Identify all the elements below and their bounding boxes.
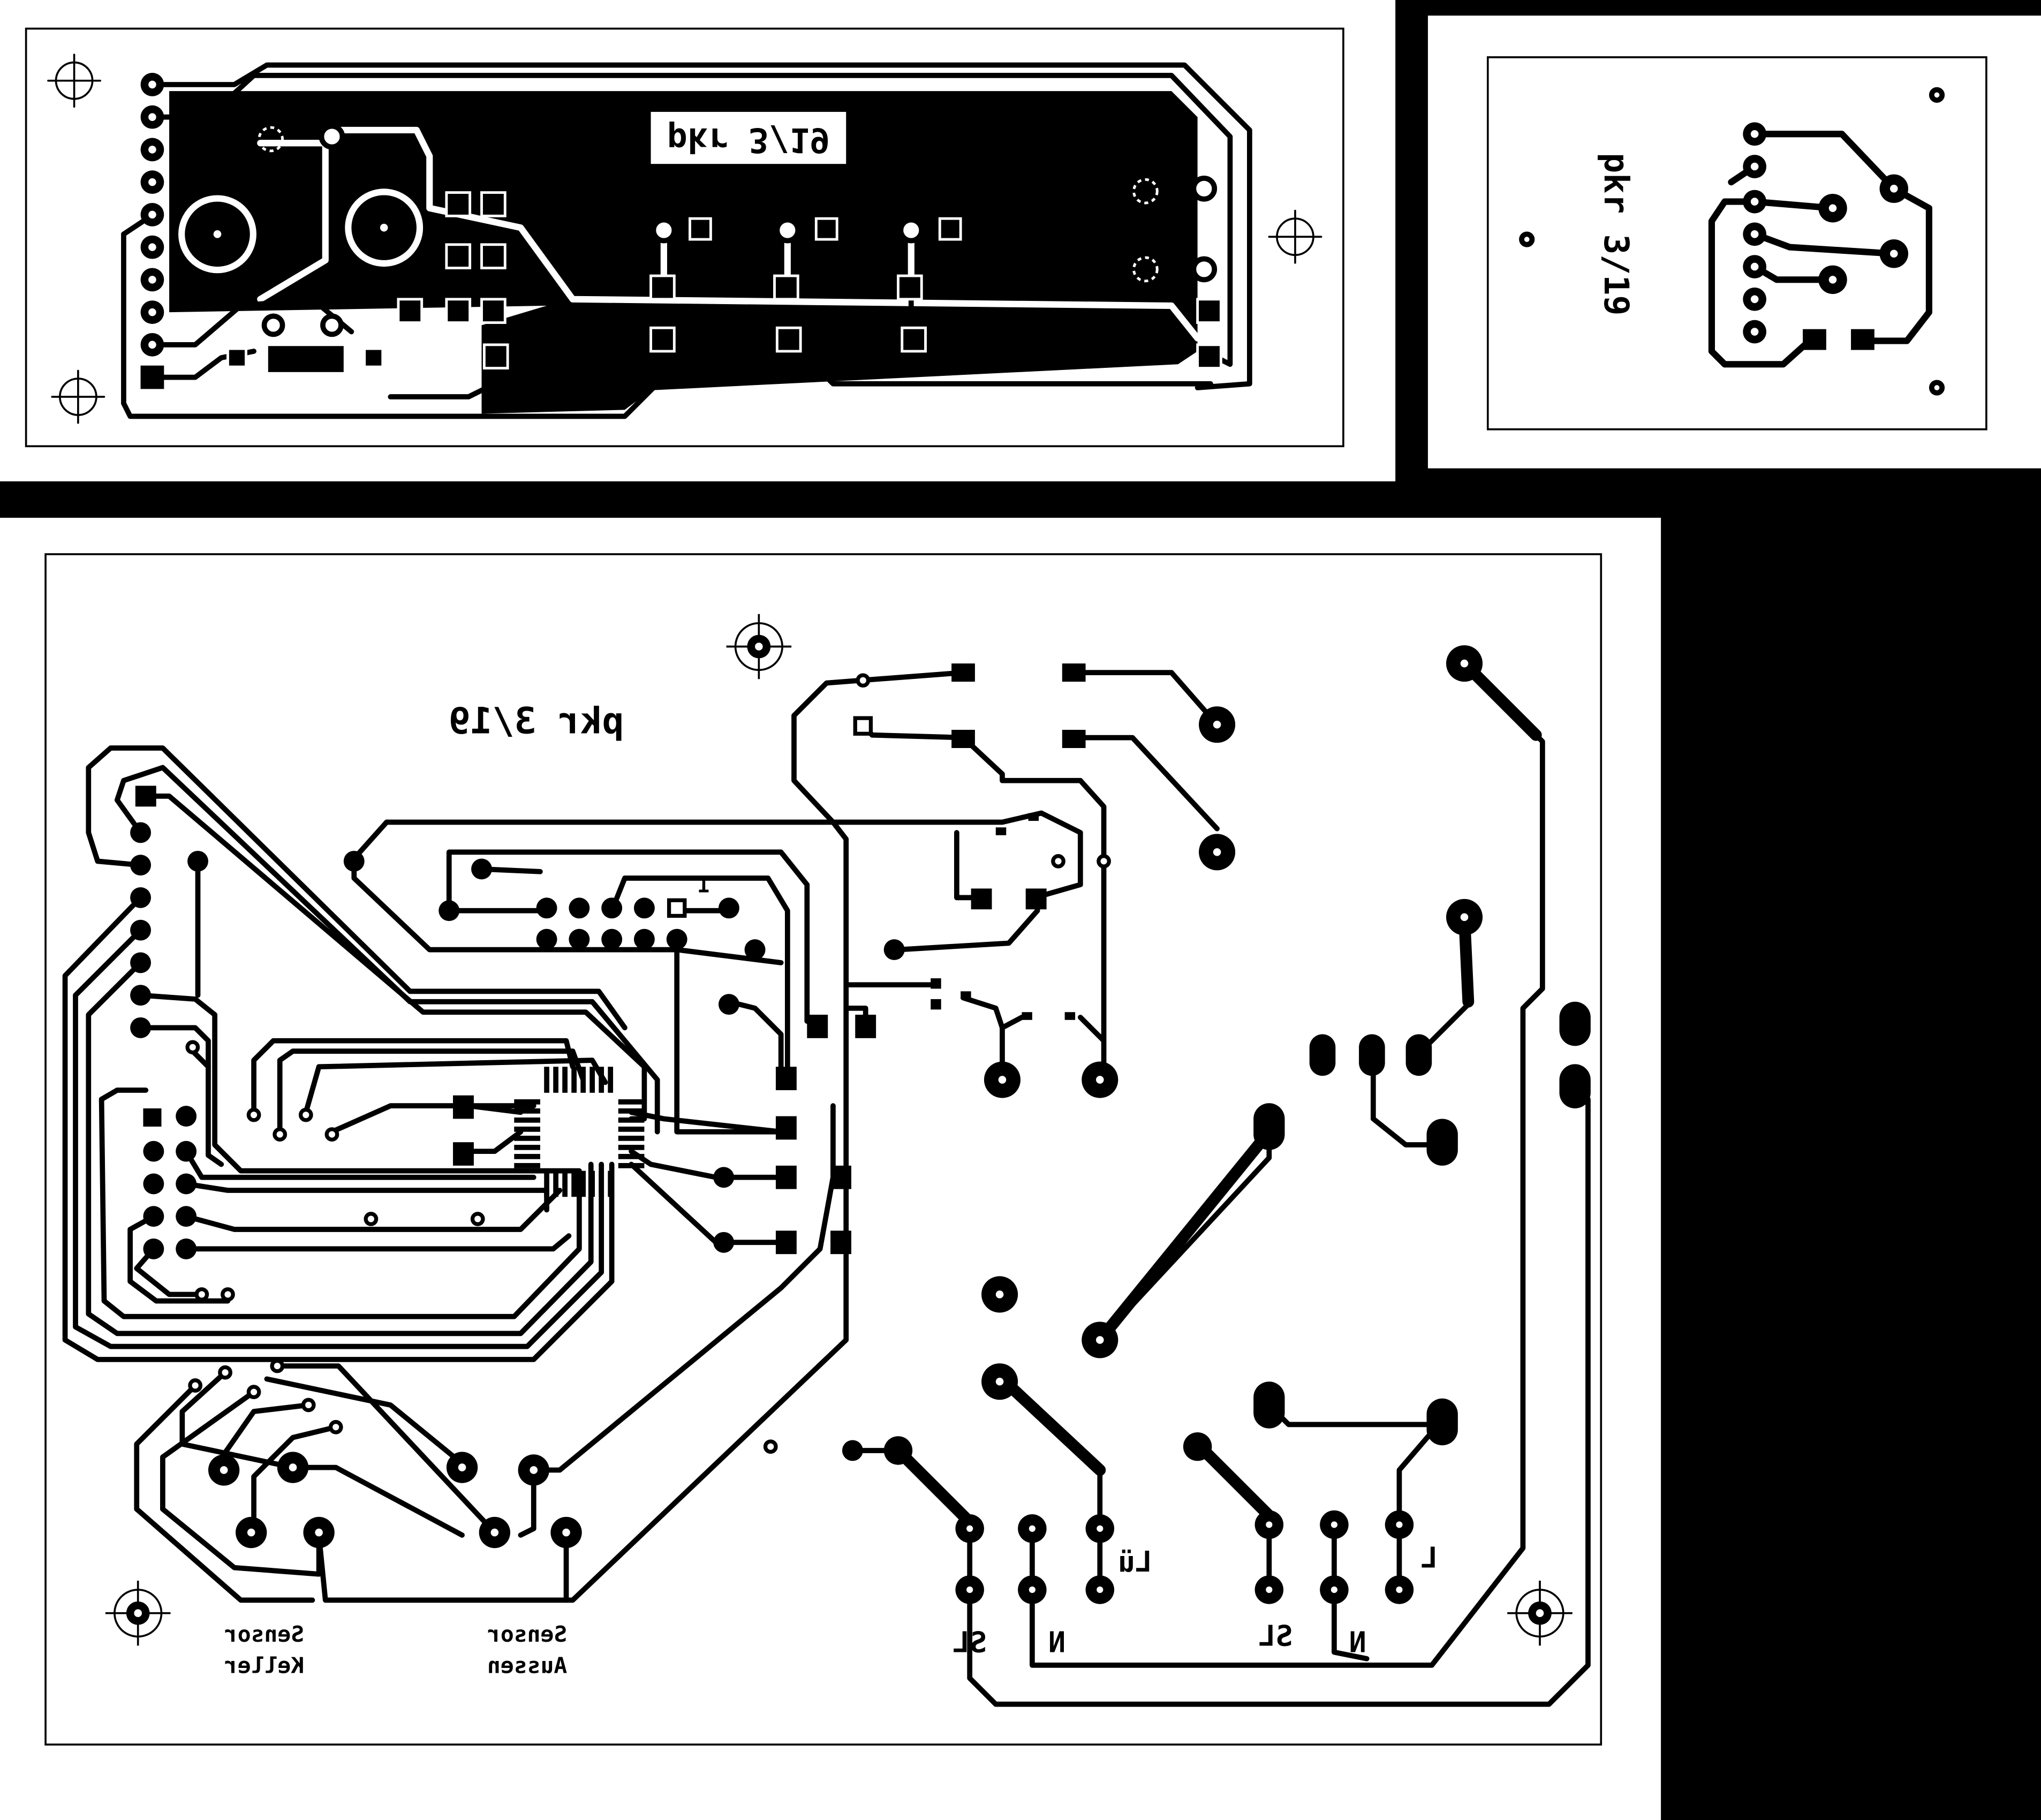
fiducial-icon — [51, 369, 105, 424]
ic-chip-footprint — [514, 1067, 645, 1197]
via-holes — [185, 673, 1111, 1454]
smd-pads — [135, 663, 1086, 1255]
fiducial-icon — [726, 614, 792, 679]
sensor-keller-label-line2: Keller — [224, 1652, 304, 1678]
sensor-aussen-label-line2: Aussen — [487, 1652, 567, 1678]
fiducial-icon — [105, 1580, 171, 1646]
board-label-box — [651, 111, 846, 164]
terminal-label-n: N — [1048, 1626, 1065, 1659]
fiducial-icon — [1507, 1580, 1573, 1646]
connector-pads — [140, 73, 164, 389]
terminal-label-n-2: N — [1349, 1626, 1366, 1659]
board-label: pkr 3/19 — [449, 700, 624, 742]
oval-pads — [1253, 1001, 1591, 1446]
top-board: pkr 3/19 — [0, 0, 1396, 481]
sensor-aussen-label-line1: Sensor — [487, 1621, 567, 1647]
terminal-label-sl: SL — [953, 1626, 987, 1659]
main-board: pkr 3/19 1 — [0, 517, 1661, 1820]
smd-pads — [226, 191, 1222, 375]
board-label: pkr 3/19 — [667, 120, 830, 160]
capacitor-pads — [178, 188, 424, 274]
terminal-label-sl-2: SL — [1258, 1619, 1292, 1652]
right-board: pkr 3/19 — [1427, 16, 2041, 469]
fiducial-icon — [1268, 209, 1322, 264]
terminal-label-lu: Lü — [1118, 1545, 1152, 1579]
sensor-keller-label-line1: Sensor — [224, 1621, 304, 1647]
fiducial-icon — [47, 54, 102, 108]
board-label: pkr 3/19 — [1597, 153, 1636, 315]
terminal-label-l: L — [1420, 1541, 1438, 1575]
